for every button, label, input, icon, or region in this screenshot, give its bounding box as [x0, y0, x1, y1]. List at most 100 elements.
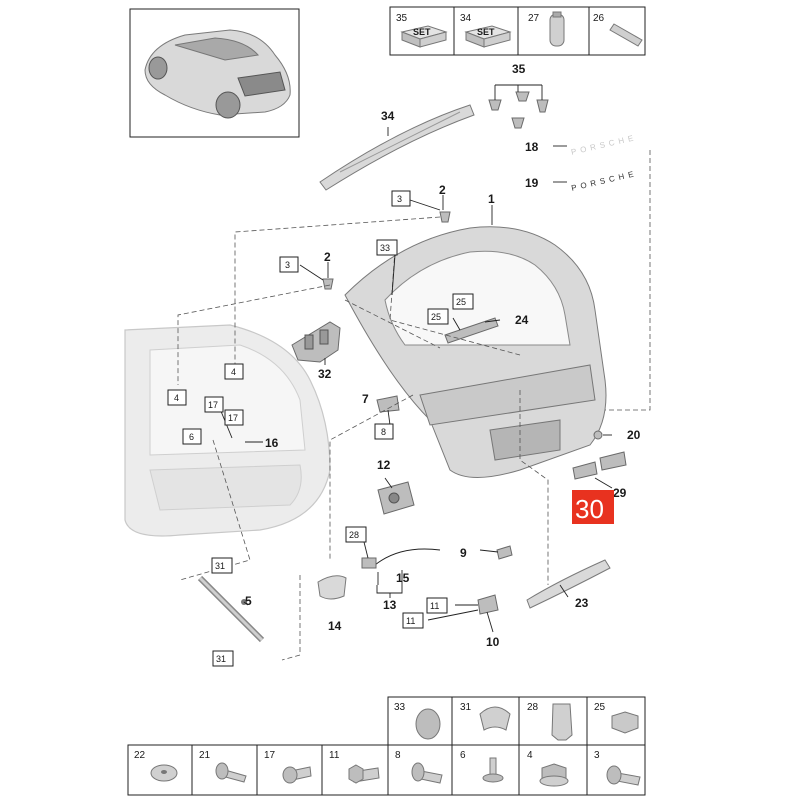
- kit-34-set-label: SET: [477, 27, 495, 37]
- tube-icon: [549, 13, 565, 47]
- callout-numbers: 34 35 18 19 2 1 2 24 32 7 20 16 12 29 9 …: [245, 62, 641, 649]
- legend-33[interactable]: 33: [394, 702, 441, 740]
- part-spoiler[interactable]: [319, 104, 475, 191]
- callout-14: 14: [328, 619, 342, 633]
- callout-18: 18: [525, 140, 539, 154]
- part-10[interactable]: [477, 594, 499, 615]
- part-7[interactable]: [376, 395, 400, 413]
- part-tailgate[interactable]: [344, 226, 607, 478]
- callout-4a: 4: [231, 367, 236, 377]
- callout-23: 23: [575, 596, 589, 610]
- part-latch-12[interactable]: [377, 481, 415, 515]
- callout-5: 5: [245, 594, 252, 608]
- callout-29: 29: [613, 486, 627, 500]
- legend-33-number: 33: [394, 702, 406, 713]
- part-clips-35[interactable]: [488, 84, 549, 129]
- legend-8-number: 8: [395, 750, 401, 761]
- part-bracket-32[interactable]: [291, 321, 341, 363]
- kit-34-number: 34: [460, 13, 472, 24]
- emblem-upper-text: PORSCHE: [570, 133, 638, 157]
- callout-32: 32: [318, 367, 332, 381]
- legend-3[interactable]: 3: [594, 750, 641, 786]
- callout-13: 13: [383, 598, 397, 612]
- callout-6: 6: [189, 432, 194, 442]
- pin-icon: [609, 23, 643, 47]
- legend-25[interactable]: 25: [594, 702, 639, 734]
- highlight-badge-number: 30: [575, 494, 604, 524]
- legend-11-number: 11: [329, 750, 340, 761]
- kit-35[interactable]: 35 SET: [396, 13, 448, 48]
- callout-15: 15: [396, 571, 410, 585]
- emblem-upper[interactable]: PORSCHE: [570, 133, 638, 157]
- legend-28[interactable]: 28: [527, 702, 573, 741]
- legend-11[interactable]: 11: [329, 750, 380, 784]
- part-strut-5[interactable]: [197, 575, 265, 643]
- part-trim-24[interactable]: [444, 317, 499, 344]
- boxed-callouts: 3 3 33 25 25 4 4 17 17 6 8 28 31 31 11 1…: [167, 190, 474, 667]
- kit-34[interactable]: 34 SET: [460, 13, 512, 48]
- callout-31b: 31: [216, 654, 226, 664]
- callout-20: 20: [627, 428, 641, 442]
- callout-24: 24: [515, 313, 529, 327]
- callout-17b: 17: [228, 413, 238, 423]
- car-thumbnail[interactable]: [129, 8, 300, 138]
- callout-16: 16: [265, 436, 279, 450]
- kit-35-number: 35: [396, 13, 408, 24]
- callout-10: 10: [486, 635, 500, 649]
- clamp-icon: [479, 706, 511, 731]
- car-body-outline: [124, 324, 331, 537]
- callout-11b: 11: [406, 616, 415, 626]
- kit-27[interactable]: 27: [528, 11, 565, 47]
- legend-4-number: 4: [527, 750, 533, 761]
- highlight-badge[interactable]: 30: [572, 490, 614, 524]
- legend-22-number: 22: [134, 750, 146, 761]
- part-23[interactable]: [526, 559, 611, 609]
- callout-25a: 25: [456, 297, 466, 307]
- part-29-left[interactable]: [572, 461, 598, 480]
- legend-8[interactable]: 8: [395, 750, 443, 784]
- legend-31-number: 31: [460, 702, 472, 713]
- legend-28-number: 28: [527, 702, 539, 713]
- part-2-upper[interactable]: [439, 211, 451, 223]
- part-9[interactable]: [496, 545, 513, 560]
- part-2-lower[interactable]: [322, 278, 334, 290]
- legend-3-number: 3: [594, 750, 600, 761]
- callout-33: 33: [380, 243, 390, 253]
- callout-19: 19: [525, 176, 539, 190]
- legend-17-number: 17: [264, 750, 276, 761]
- clip-icon: [551, 703, 573, 741]
- callout-3a: 3: [397, 194, 402, 204]
- legend-21[interactable]: 21: [199, 750, 247, 783]
- callout-7: 7: [362, 392, 369, 406]
- nut-icon: [611, 711, 639, 734]
- part-20[interactable]: [593, 430, 603, 440]
- part-cable-15[interactable]: [374, 548, 441, 566]
- legend-6-number: 6: [460, 750, 466, 761]
- callout-2b: 2: [324, 250, 331, 264]
- callout-4b: 4: [174, 393, 179, 403]
- pad-icon: [415, 708, 441, 740]
- callout-25b: 25: [431, 312, 441, 322]
- callout-11a: 11: [430, 601, 439, 611]
- part-29-right[interactable]: [599, 451, 627, 471]
- callout-2a: 2: [439, 183, 446, 197]
- part-28-clip[interactable]: [361, 557, 377, 569]
- callout-34: 34: [381, 109, 395, 123]
- callout-28: 28: [349, 530, 359, 540]
- emblem-lower[interactable]: PORSCHE: [570, 169, 638, 193]
- legend-17[interactable]: 17: [264, 750, 312, 784]
- part-handle-14[interactable]: [317, 575, 347, 600]
- top-kit-boxes: 35 SET 34 SET 27 26: [389, 6, 646, 56]
- callout-12: 12: [377, 458, 391, 472]
- callout-31a: 31: [215, 561, 225, 571]
- kit-26[interactable]: 26: [593, 13, 643, 47]
- stud-icon: [489, 757, 497, 777]
- legend-row-2: 22 21 17 11 8 6 4: [127, 744, 646, 796]
- legend-31[interactable]: 31: [460, 702, 511, 731]
- legend-22[interactable]: 22: [134, 750, 178, 782]
- legend-6[interactable]: 6: [460, 750, 504, 783]
- legend-4[interactable]: 4: [527, 750, 569, 787]
- callout-8: 8: [381, 427, 386, 437]
- kit-35-set-label: SET: [413, 27, 431, 37]
